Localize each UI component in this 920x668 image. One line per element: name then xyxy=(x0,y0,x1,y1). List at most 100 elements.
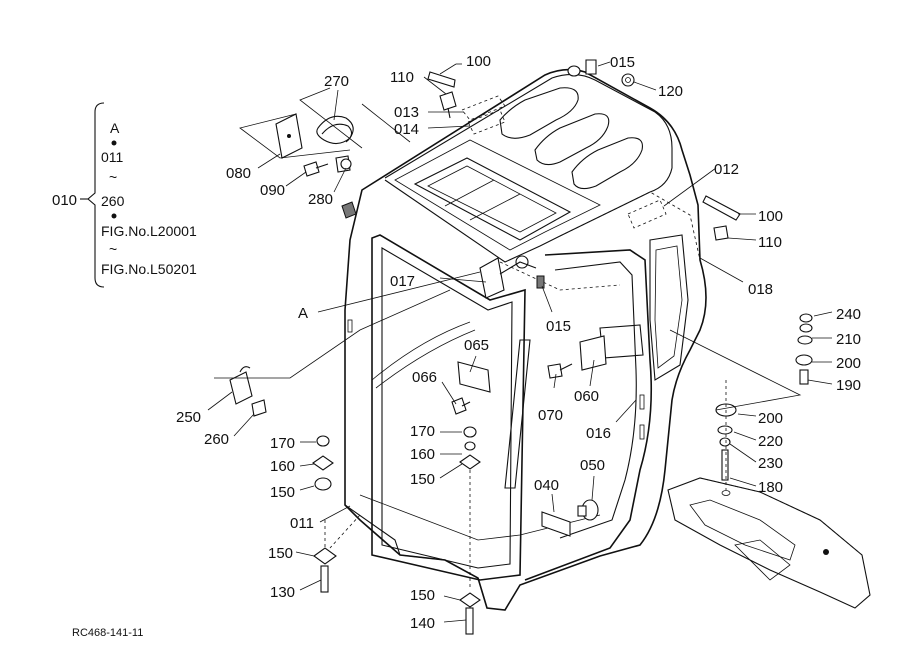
hood-bolt xyxy=(823,549,829,555)
roof-top xyxy=(384,73,673,263)
gasket-pad xyxy=(467,109,506,135)
callout-200: 200 xyxy=(758,410,783,427)
side-window xyxy=(649,234,689,381)
legend-line-011: 011 xyxy=(101,149,124,165)
callout-040: 040 xyxy=(534,477,559,494)
cap xyxy=(567,65,581,77)
roof-rib xyxy=(534,113,610,166)
callout-011: 011 xyxy=(290,515,314,532)
pillar-slot xyxy=(639,394,645,410)
front-window-glass xyxy=(381,247,513,569)
roof-rib xyxy=(571,137,643,190)
stud-bolt xyxy=(721,449,729,481)
wiper-arm xyxy=(504,339,531,489)
skylight-frame-inner xyxy=(427,165,557,233)
hidden-edge xyxy=(499,261,621,291)
grip-handle xyxy=(427,71,456,88)
callout-110: 110 xyxy=(758,234,782,251)
callout-240: 240 xyxy=(836,306,861,323)
callout-065: 065 xyxy=(464,337,489,354)
screw xyxy=(303,161,320,177)
front-window-inner-line xyxy=(371,321,471,381)
callout-160: 160 xyxy=(410,446,435,463)
bolt xyxy=(439,91,457,111)
callout-015: 015 xyxy=(610,54,635,71)
legend-line-260: 260 xyxy=(101,193,125,209)
hood-louver xyxy=(734,539,791,581)
clip-ring xyxy=(321,123,353,143)
callout-140: 140 xyxy=(410,615,435,632)
front-window-inner-line xyxy=(375,329,476,389)
callout-016: 016 xyxy=(586,425,611,442)
parts xyxy=(229,59,813,635)
legend-line-fig-end: FIG.No.L50201 xyxy=(101,261,197,277)
nut xyxy=(463,426,477,438)
figure-code: RC468-141-11 xyxy=(72,627,143,639)
hidden-edge xyxy=(559,191,701,261)
callout-150: 150 xyxy=(268,545,293,562)
callout-066: 066 xyxy=(412,369,437,386)
callout-150: 150 xyxy=(410,471,435,488)
grommet xyxy=(621,73,635,87)
legend-group-label: 010 xyxy=(52,192,77,209)
washer xyxy=(797,335,813,345)
side-window-inner xyxy=(654,245,683,369)
door-handle xyxy=(599,324,644,359)
washer xyxy=(717,425,733,435)
cabin-outline xyxy=(344,68,707,611)
roof-rib xyxy=(499,87,579,139)
cover-plate xyxy=(457,361,491,393)
washer-plate xyxy=(313,547,337,565)
legend-dot xyxy=(111,213,117,219)
callout-100: 100 xyxy=(466,53,491,70)
latch xyxy=(341,201,357,219)
hinge-bracket xyxy=(479,257,505,299)
hood-outline xyxy=(667,477,871,609)
cover-plate xyxy=(579,335,607,371)
callout-180: 180 xyxy=(758,479,783,496)
pin xyxy=(320,565,329,593)
engine-hood-reference xyxy=(667,477,871,609)
front-window-frame xyxy=(371,234,526,581)
cover-plate xyxy=(541,511,571,537)
callout-230: 230 xyxy=(758,455,783,472)
skylight-window xyxy=(413,157,572,241)
gasket-pad xyxy=(461,95,506,121)
callout-060: 060 xyxy=(574,388,599,405)
hood-edge xyxy=(699,477,863,556)
leader-lines xyxy=(207,61,833,623)
washer xyxy=(464,441,476,451)
skylight-rail xyxy=(444,179,495,207)
legend-line-fig-start: FIG.No.L20001 xyxy=(101,223,197,239)
callout-100: 100 xyxy=(758,208,783,225)
legend: 010 A 011 ~ 260 FIG.No.L20001 ~ FIG.No.L… xyxy=(52,102,197,288)
callout-015: 015 xyxy=(546,318,571,335)
clip-ring xyxy=(316,115,354,145)
screw xyxy=(547,363,563,379)
callout-130: 130 xyxy=(270,584,295,601)
callout-250: 250 xyxy=(176,409,201,426)
grip-handle xyxy=(702,195,741,221)
washer-plate xyxy=(459,592,481,608)
callout-200: 200 xyxy=(836,355,861,372)
nut xyxy=(316,435,330,447)
callout-220: 220 xyxy=(758,433,783,450)
stud-hole xyxy=(721,490,731,496)
bolt xyxy=(251,399,267,417)
hood-inner xyxy=(689,499,796,561)
callout-090: 090 xyxy=(260,182,285,199)
bracket-clip xyxy=(585,59,597,75)
callout-070: 070 xyxy=(538,407,563,424)
callout-150: 150 xyxy=(270,484,295,501)
callout-160: 160 xyxy=(270,458,295,475)
gasket-pad xyxy=(627,199,667,229)
lock-bracket xyxy=(229,371,253,405)
pillar-slot xyxy=(639,424,645,440)
bottom-skirt xyxy=(344,504,488,609)
callout-a: A xyxy=(298,305,308,322)
bracket-clip xyxy=(536,275,545,289)
door-frame xyxy=(524,249,653,581)
grommet-hole xyxy=(625,77,631,83)
washer-plate xyxy=(312,455,334,471)
hinge-pin xyxy=(515,255,529,269)
